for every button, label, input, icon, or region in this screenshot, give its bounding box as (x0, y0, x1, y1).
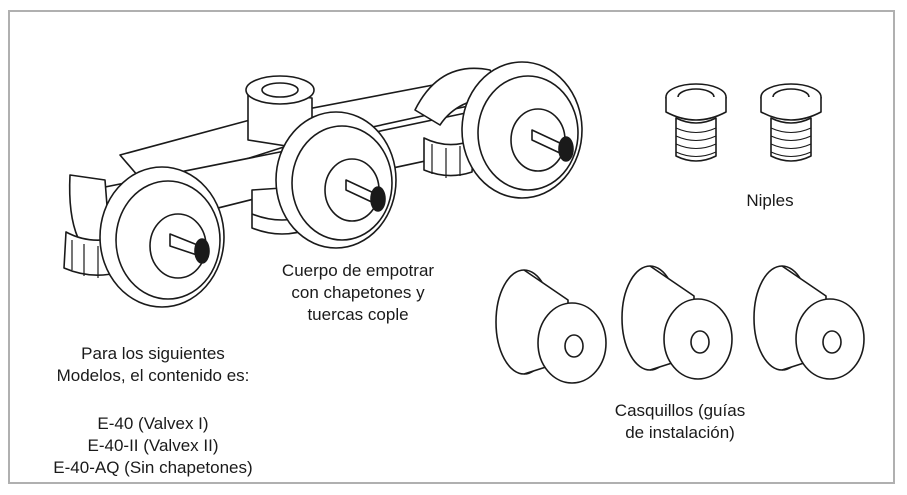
casquillo-2 (621, 265, 733, 380)
label-casquillos-line-1: Casquillos (guías (614, 401, 746, 420)
label-valve-body-line-1: Cuerpo de empotrar (281, 261, 435, 280)
valve-right (461, 61, 583, 199)
casquillo-1 (495, 269, 607, 384)
label-valve-body: Cuerpo de empotrar con chapetones y tuer… (258, 260, 458, 326)
label-valve-body-line-3: tuercas cople (307, 305, 409, 324)
model-item-3: E-40-AQ (Sin chapetones) (53, 458, 253, 477)
niple-right (760, 83, 822, 162)
valve-left (99, 166, 225, 308)
models-heading: Para los siguientes Modelos, el contenid… (18, 343, 288, 387)
models-list: E-40 (Valvex I) E-40-II (Valvex II) E-40… (18, 413, 288, 479)
label-casquillos-line-2: de instalación) (625, 423, 735, 442)
niple-left (665, 83, 727, 162)
models-heading-line-1: Para los siguientes (81, 344, 225, 363)
model-item-2: E-40-II (Valvex II) (87, 436, 219, 455)
label-casquillos: Casquillos (guías de instalación) (580, 400, 780, 444)
model-item-1: E-40 (Valvex I) (97, 414, 209, 433)
casquillo-3 (753, 265, 865, 380)
diagram-frame (8, 10, 895, 484)
label-valve-body-line-2: con chapetones y (291, 283, 425, 302)
label-niples: Niples (746, 191, 794, 210)
valve-middle (275, 111, 397, 249)
models-heading-line-2: Modelos, el contenido es: (56, 366, 250, 385)
